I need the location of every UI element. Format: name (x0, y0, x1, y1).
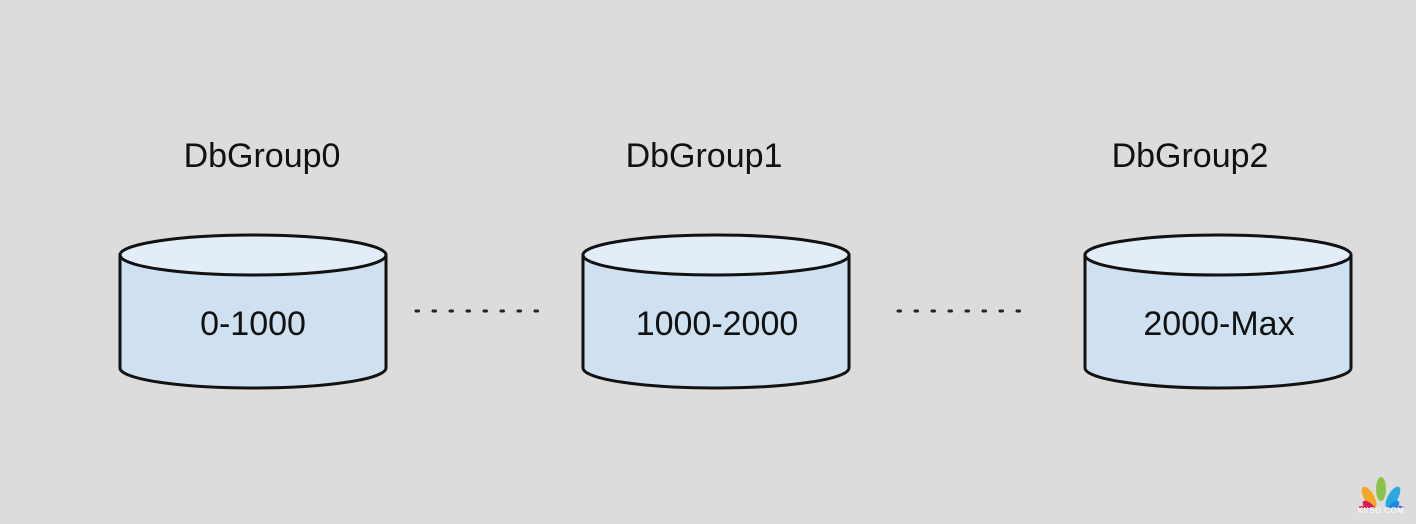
range-label-1: 1000-2000 (635, 305, 799, 343)
group-title-1: DbGroup1 (625, 137, 783, 175)
range-label-0: 0-1000 (200, 305, 306, 343)
database-cylinder-0 (118, 233, 388, 390)
group-title-0: DbGroup0 (183, 137, 341, 175)
peacock-logo-icon (1357, 477, 1405, 520)
database-cylinder-2 (1083, 233, 1353, 390)
range-label-2: 2000-Max (1143, 305, 1295, 343)
watermark-text: KKSU.COM (1357, 506, 1405, 515)
group-title-2: DbGroup2 (1111, 137, 1269, 175)
database-cylinder-1 (581, 233, 851, 390)
watermark-logo: KKSU.COM (1352, 466, 1410, 520)
